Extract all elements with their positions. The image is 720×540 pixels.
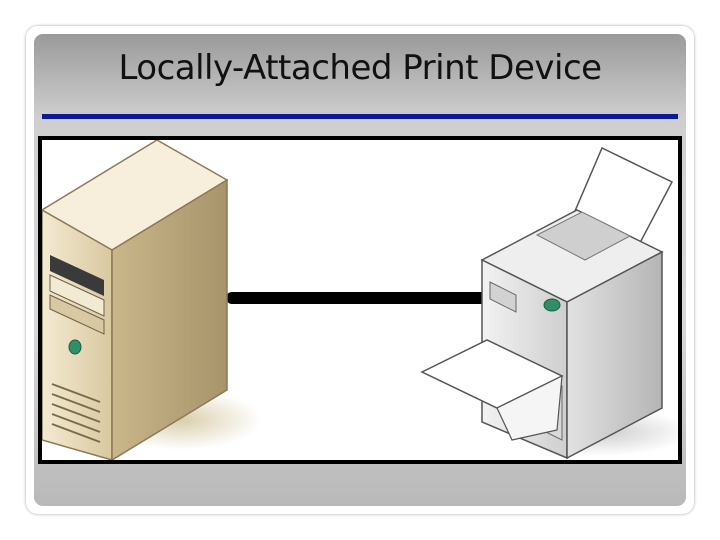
- diagram-area: [38, 136, 682, 464]
- slide-background: Locally-Attached Print Device: [34, 34, 686, 506]
- slide-title: Locally-Attached Print Device: [118, 48, 602, 88]
- diagram-canvas: [42, 140, 678, 460]
- printer-icon: [420, 146, 678, 460]
- slide-frame: Locally-Attached Print Device: [26, 26, 694, 514]
- title-underline: [42, 114, 678, 119]
- server-tower-icon: [42, 140, 262, 460]
